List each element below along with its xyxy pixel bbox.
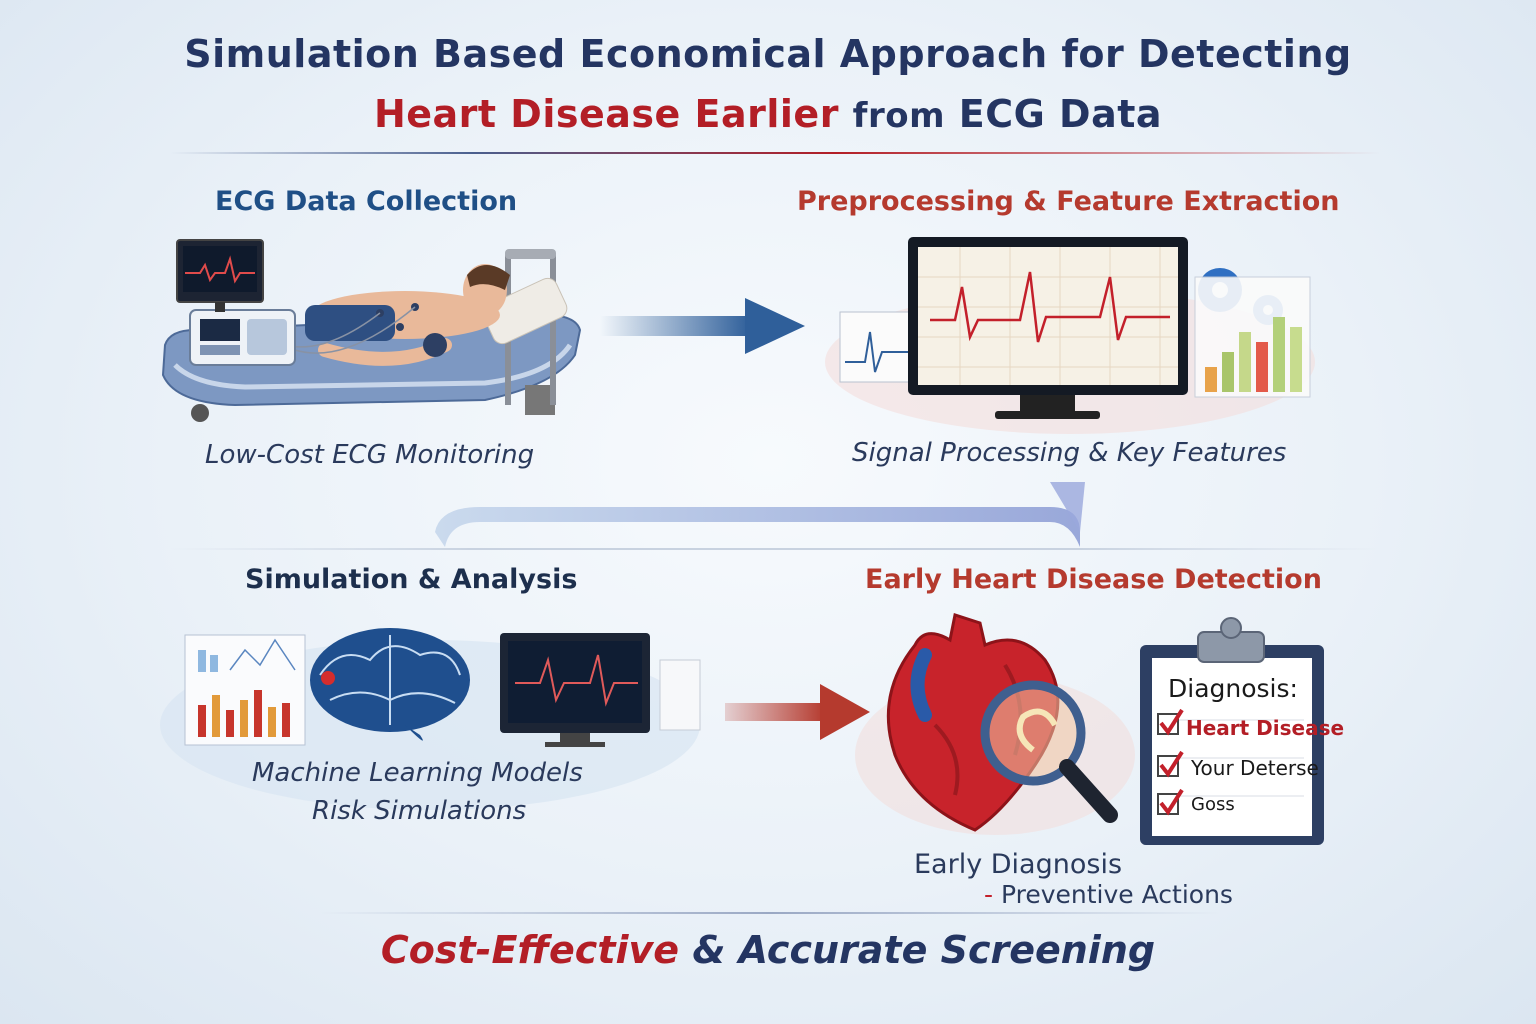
- analysis-chart: [184, 634, 306, 746]
- section-title-collection: ECG Data Collection: [215, 186, 518, 217]
- section-divider: [170, 548, 1380, 550]
- pillow: [482, 277, 568, 345]
- flow-arrow-2: [725, 684, 870, 740]
- checkmark-icon: [1157, 708, 1184, 736]
- magnifier-icon: [980, 680, 1118, 823]
- caption-detection-line2: - Preventive Actions: [984, 880, 1233, 909]
- caption-preprocessing: Signal Processing & Key Features: [852, 438, 1287, 468]
- heart-illustration: [855, 613, 1135, 835]
- ml-monitor: [500, 633, 650, 747]
- caption-detection-line2-text: Preventive Actions: [1000, 880, 1233, 909]
- brain-icon: [310, 628, 470, 741]
- caption-simulation-line2: Risk Simulations: [312, 796, 527, 826]
- feature-bar-chart: [1194, 276, 1311, 398]
- flow-arrow-1: [600, 298, 805, 354]
- section-title-detection: Early Heart Disease Detection: [865, 564, 1322, 595]
- clipboard-icon: [1140, 617, 1324, 845]
- signal-chart-left: [839, 311, 921, 383]
- ecg-display-monitor: [908, 237, 1188, 419]
- simulation-illustration: [160, 628, 701, 810]
- title-ecg-data: ECG Data: [958, 92, 1163, 136]
- footer-rest: & Accurate Screening: [692, 928, 1156, 972]
- checkmark-icon: [1157, 750, 1184, 778]
- title-divider: [170, 152, 1380, 154]
- section-title-simulation: Simulation & Analysis: [245, 564, 578, 595]
- title-highlight: Heart Disease Earlier: [373, 92, 839, 136]
- footer-divider: [320, 912, 1220, 914]
- caption-collection: Low-Cost ECG Monitoring: [205, 440, 535, 470]
- page-title-line1: Simulation Based Economical Approach for…: [184, 32, 1352, 76]
- patient-ecg-illustration: [161, 239, 582, 422]
- preprocessing-illustration: [825, 237, 1315, 434]
- footer-tagline: Cost-Effective & Accurate Screening: [0, 928, 1536, 972]
- clipboard-item-1: Heart Disease: [1186, 716, 1345, 740]
- clipboard-heading: Diagnosis:: [1168, 674, 1298, 703]
- caption-simulation-line1: Machine Learning Models: [252, 758, 583, 788]
- clipboard-item-2: Your Deterse: [1191, 756, 1319, 780]
- title-from: from: [852, 96, 946, 136]
- footer-highlight: Cost-Effective: [380, 928, 680, 972]
- ecg-monitor-icon: [176, 239, 264, 312]
- caption-detection-line1: Early Diagnosis: [914, 849, 1123, 880]
- page-title-line2: Heart Disease Earlier from ECG Data: [0, 92, 1536, 136]
- section-title-preprocessing: Preprocessing & Feature Extraction: [797, 186, 1340, 217]
- checkmark-icon: [1157, 788, 1184, 816]
- clipboard-item-3: Goss: [1191, 794, 1235, 815]
- flow-band: [435, 482, 1085, 547]
- bullet-dash: -: [984, 880, 994, 909]
